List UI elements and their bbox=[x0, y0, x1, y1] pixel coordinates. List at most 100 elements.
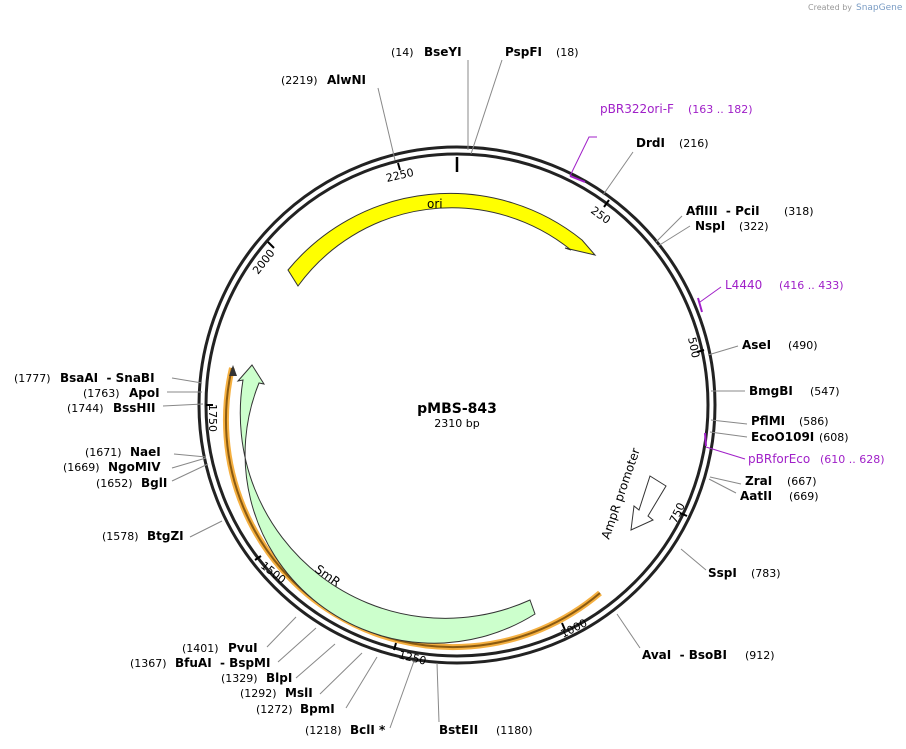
svg-text:BclI *: BclI * bbox=[350, 723, 386, 737]
site-bmgbi[interactable]: BmgBI (547) bbox=[749, 384, 840, 398]
primer-name: pBRforEco bbox=[748, 452, 810, 466]
site-bgli[interactable]: (1652) BglI bbox=[96, 476, 167, 490]
svg-text:AflIII - PciI: AflIII - PciI bbox=[686, 204, 760, 218]
site-bpmi[interactable]: (1272) BpmI bbox=[256, 702, 335, 716]
site-pvui[interactable]: (1401) PvuI bbox=[182, 641, 258, 655]
ori-feature[interactable] bbox=[287, 192, 597, 287]
svg-text:AlwNI: AlwNI bbox=[327, 73, 366, 87]
ori-label: ori bbox=[427, 197, 443, 211]
svg-text:BfuAI - BspMI: BfuAI - BspMI bbox=[175, 656, 270, 670]
svg-text:(669): (669) bbox=[789, 490, 819, 503]
svg-text:ZraI: ZraI bbox=[745, 474, 772, 488]
site-pflmi[interactable]: PflMI (586) bbox=[751, 414, 829, 428]
svg-text:(783): (783) bbox=[751, 567, 781, 580]
svg-text:EcoO109I: EcoO109I bbox=[751, 430, 814, 444]
svg-text:(1367): (1367) bbox=[130, 657, 167, 670]
svg-text:PspFI: PspFI bbox=[505, 45, 542, 59]
site-drdi[interactable]: DrdI (216) bbox=[636, 136, 709, 150]
svg-text:BglI: BglI bbox=[141, 476, 167, 490]
svg-text:(18): (18) bbox=[556, 46, 579, 59]
tick-1750: 1750 bbox=[206, 404, 219, 432]
site-msli[interactable]: (1292) MslI bbox=[240, 686, 313, 700]
svg-text:BseYI: BseYI bbox=[424, 45, 462, 59]
smr-feature[interactable] bbox=[236, 364, 536, 644]
svg-text:DrdI: DrdI bbox=[636, 136, 665, 150]
site-bsteii[interactable]: BstEII (1180) bbox=[439, 723, 533, 737]
svg-text:NaeI: NaeI bbox=[130, 445, 161, 459]
credit-brand: SnapGene bbox=[856, 3, 903, 13]
svg-text:(1777): (1777) bbox=[14, 372, 51, 385]
tick-2250: 2250 bbox=[385, 166, 415, 185]
primer-pbr322ori-f[interactable]: pBR322ori-F (163 .. 182) bbox=[569, 102, 753, 183]
svg-text:(1272): (1272) bbox=[256, 703, 293, 716]
site-blpi[interactable]: (1329) BlpI bbox=[221, 671, 292, 685]
site-zrai[interactable]: ZraI (667) bbox=[745, 474, 817, 488]
site-aatii[interactable]: AatII (669) bbox=[740, 489, 819, 503]
svg-text:(1180): (1180) bbox=[496, 724, 533, 737]
site-ecoo109i[interactable]: EcoO109I (608) bbox=[751, 430, 849, 444]
svg-text:MslI: MslI bbox=[285, 686, 313, 700]
svg-text:(318): (318) bbox=[784, 205, 814, 218]
svg-text:(2219): (2219) bbox=[281, 74, 318, 87]
site-naei[interactable]: (1671) NaeI bbox=[85, 445, 161, 459]
plasmid-length: 2310 bp bbox=[434, 417, 479, 430]
svg-text:ApoI: ApoI bbox=[129, 386, 160, 400]
site-apoi[interactable]: (1763) ApoI bbox=[83, 386, 160, 400]
site-bseyi[interactable]: (14) BseYI bbox=[391, 45, 462, 59]
svg-text:BssHII: BssHII bbox=[113, 401, 155, 415]
site-bsaai-snabi[interactable]: (1777) BsaAI - SnaBI bbox=[14, 371, 155, 385]
svg-text:(1669): (1669) bbox=[63, 461, 100, 474]
site-ngomiv[interactable]: (1669) NgoMIV bbox=[63, 460, 161, 474]
site-avai-bsobi[interactable]: AvaI - BsoBI (912) bbox=[642, 648, 775, 662]
svg-text:BtgZI: BtgZI bbox=[147, 529, 184, 543]
site-afliii-pcii[interactable]: AflIII - PciI (318) bbox=[686, 204, 814, 218]
site-nspi[interactable]: NspI (322) bbox=[695, 219, 769, 233]
primer-name: pBR322ori-F bbox=[600, 102, 674, 116]
svg-text:(490): (490) bbox=[788, 339, 818, 352]
svg-text:AseI: AseI bbox=[742, 338, 771, 352]
site-asei[interactable]: AseI (490) bbox=[742, 338, 818, 352]
svg-text:(667): (667) bbox=[787, 475, 817, 488]
svg-text:(216): (216) bbox=[679, 137, 709, 150]
selection-arc[interactable] bbox=[222, 367, 602, 651]
restriction-sites: (14) BseYI PspFI (18) (2219) AlwNI DrdI … bbox=[14, 45, 849, 737]
primer-range: (610 .. 628) bbox=[820, 453, 885, 466]
primer-name: L4440 bbox=[725, 278, 762, 292]
site-leaders bbox=[162, 59, 748, 729]
svg-text:(1763): (1763) bbox=[83, 387, 120, 400]
svg-text:BlpI: BlpI bbox=[266, 671, 292, 685]
site-btgzi[interactable]: (1578) BtgZI bbox=[102, 529, 184, 543]
primer-l4440[interactable]: L4440 (416 .. 433) bbox=[697, 278, 844, 313]
site-sspi[interactable]: SspI (783) bbox=[708, 566, 781, 580]
tick-2000: 2000 bbox=[250, 247, 277, 277]
svg-text:(1578): (1578) bbox=[102, 530, 139, 543]
svg-text:(322): (322) bbox=[739, 220, 769, 233]
primer-pbrforeco[interactable]: pBRforEco (610 .. 628) bbox=[704, 432, 885, 466]
tick-250: 250 bbox=[588, 204, 613, 227]
svg-text:NspI: NspI bbox=[695, 219, 725, 233]
svg-text:BmgBI: BmgBI bbox=[749, 384, 793, 398]
site-alwni[interactable]: (2219) AlwNI bbox=[281, 73, 366, 87]
svg-text:AvaI - BsoBI: AvaI - BsoBI bbox=[642, 648, 727, 662]
svg-text:(14): (14) bbox=[391, 46, 414, 59]
svg-text:BpmI: BpmI bbox=[300, 702, 335, 716]
ampr-promoter-feature[interactable] bbox=[630, 475, 667, 531]
svg-text:(547): (547) bbox=[810, 385, 840, 398]
primer-range: (416 .. 433) bbox=[779, 279, 844, 292]
site-bcli[interactable]: (1218) BclI * bbox=[305, 723, 386, 737]
svg-text:PvuI: PvuI bbox=[228, 641, 258, 655]
svg-text:SspI: SspI bbox=[708, 566, 737, 580]
svg-text:(1329): (1329) bbox=[221, 672, 258, 685]
site-bfuai-bspmi[interactable]: (1367) BfuAI - BspMI bbox=[130, 656, 270, 670]
selection-arc-line bbox=[224, 367, 601, 649]
site-bsshii[interactable]: (1744) BssHII bbox=[67, 401, 155, 415]
svg-text:BstEII: BstEII bbox=[439, 723, 478, 737]
primer-range: (163 .. 182) bbox=[688, 103, 753, 116]
svg-text:NgoMIV: NgoMIV bbox=[108, 460, 161, 474]
svg-text:(912): (912) bbox=[745, 649, 775, 662]
site-pspfi[interactable]: PspFI (18) bbox=[505, 45, 579, 59]
svg-text:(1218): (1218) bbox=[305, 724, 342, 737]
svg-text:(1671): (1671) bbox=[85, 446, 122, 459]
